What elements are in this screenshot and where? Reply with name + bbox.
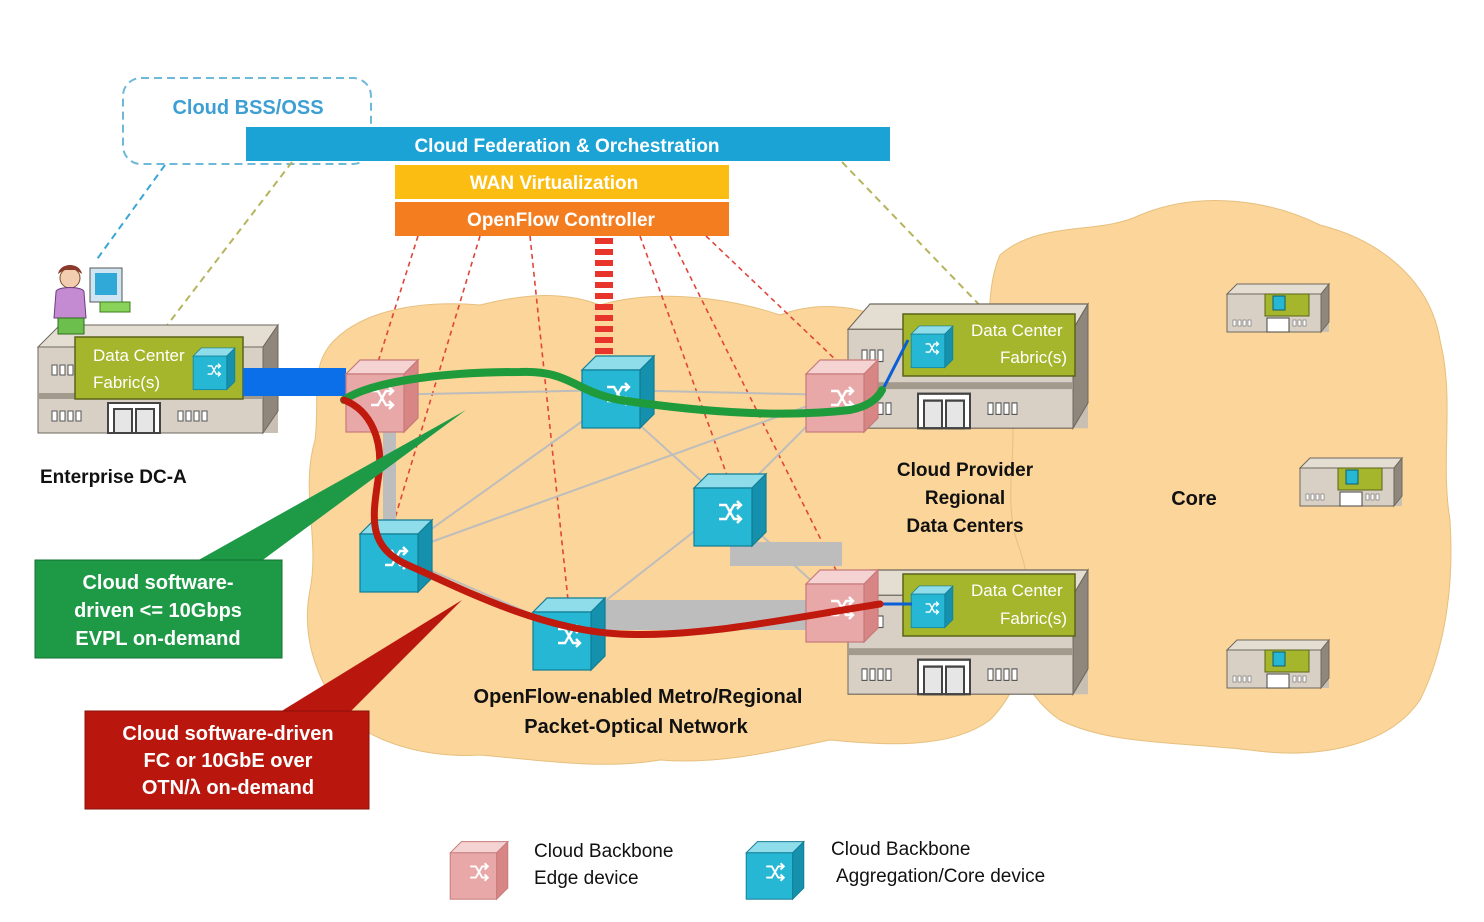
legend-edge-icon	[449, 841, 509, 900]
green-evpl-path	[340, 367, 886, 418]
provider-fabric-bottom-switch-icon	[910, 585, 954, 629]
enterprise-uplink	[243, 368, 346, 396]
provider-fabric-bottom-line2: Fabric(s)	[1000, 609, 1067, 628]
thick-link-left	[383, 425, 396, 535]
provider-label-line1: Cloud Provider	[897, 460, 1034, 481]
enterprise-fabric-line1: Data Center	[93, 346, 185, 365]
core-building-3	[1226, 639, 1330, 689]
federation-label: Cloud Federation & Orchestration	[414, 136, 719, 157]
provider-fabric-top-line1: Data Center	[971, 321, 1063, 340]
red-callout-line2: FC or 10GbE over	[144, 750, 313, 772]
enterprise-fabric-line2: Fabric(s)	[93, 373, 160, 392]
enterprise-label: Enterprise DC-A	[40, 467, 187, 488]
green-callout-line3: EVPL on-demand	[75, 628, 240, 650]
openflow-controller-bar	[395, 202, 729, 236]
green-callout-line1: Cloud software-	[82, 572, 233, 594]
wan-virtualization-label: WAN Virtualization	[470, 173, 639, 194]
provider-fabric-bottom-line1: Data Center	[971, 581, 1063, 600]
enterprise-fabric-switch-icon	[192, 347, 236, 391]
metro-label-line2: Packet-Optical Network	[524, 716, 748, 738]
provider-label-line2: Regional	[925, 488, 1005, 509]
green-callout-pointer	[195, 410, 466, 562]
red-callout-pointer	[280, 600, 462, 712]
provider-fabric-top-line2: Fabric(s)	[1000, 348, 1067, 367]
provider-label-line3: Data Centers	[906, 516, 1023, 537]
user-workstation-icon	[53, 265, 131, 335]
federation-bar	[246, 127, 890, 161]
metro-label-line1: OpenFlow-enabled Metro/Regional	[474, 686, 803, 708]
bss-oss-label: Cloud BSS/OSS	[172, 97, 323, 119]
green-callout-line2: driven <= 10Gbps	[74, 600, 242, 622]
core-label: Core	[1171, 488, 1217, 510]
openflow-controller-label: OpenFlow Controller	[467, 210, 655, 231]
red-callout-box	[84, 710, 370, 810]
legend-edge-line1: Cloud Backbone	[534, 841, 673, 862]
legend-aggregation-icon	[745, 841, 805, 900]
controller-links	[377, 235, 839, 601]
green-callout-box	[34, 559, 283, 659]
red-callout-line1: Cloud software-driven	[122, 723, 333, 745]
core-building-1	[1226, 283, 1330, 333]
thick-link-bottom	[604, 600, 814, 630]
legend-edge-line2: Edge device	[534, 868, 639, 889]
wan-virtualization-bar	[395, 165, 729, 199]
core-switch-middle	[693, 473, 767, 547]
core-building-2	[1299, 457, 1403, 507]
red-callout-line3: OTN/λ on-demand	[142, 777, 314, 799]
legend-aggregation-line2: Aggregation/Core device	[836, 866, 1045, 887]
legend-aggregation-line1: Cloud Backbone	[831, 839, 970, 860]
provider-top-link	[878, 339, 910, 396]
provider-fabric-top-switch-icon	[910, 325, 954, 369]
edge-switch-top-right	[805, 359, 879, 433]
management-links	[94, 161, 993, 329]
